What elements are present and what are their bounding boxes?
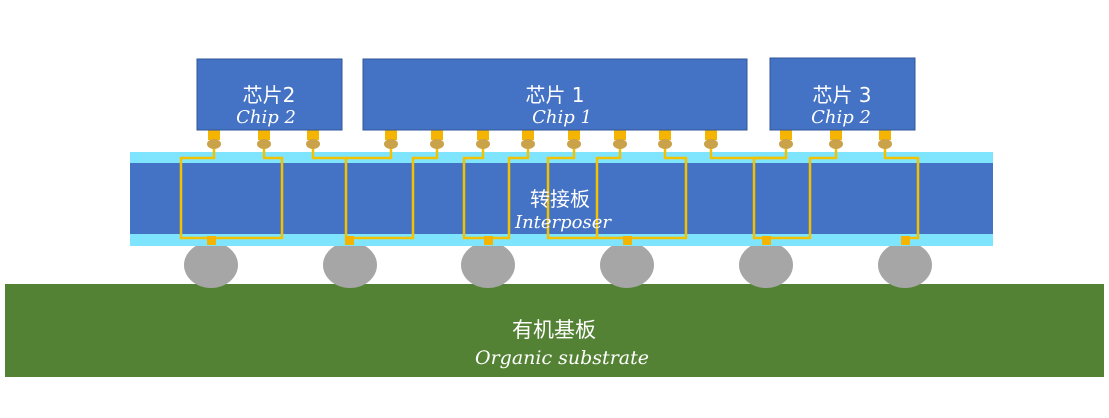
micro-bump [658,130,672,149]
solder-balls [184,242,932,288]
trace [546,146,627,240]
interposer-traces [179,146,920,242]
interposer-label-cn: 转接板 [530,187,590,211]
chip-1-die [362,58,748,131]
chip-3-die [769,57,916,131]
micro-bump [384,130,398,149]
micro-bump [476,130,490,149]
solder-ball [600,242,654,288]
chip-2-label-en: Chip 2 [236,107,296,128]
micro-bumps [207,130,892,149]
chip-3-label-en: Chip 2 [811,107,871,128]
chip-3: 芯片 3 Chip 2 [769,57,916,131]
organic-substrate [5,284,1104,377]
micro-bump [829,130,843,149]
trace [766,146,838,240]
trace [752,146,788,240]
solder-ball [461,242,515,288]
trace [488,146,530,240]
chip-1-label-cn: 芯片 1 [525,83,584,107]
trace [350,146,439,240]
bump [901,236,910,245]
micro-bump [430,130,444,149]
chip-3-label-cn: 芯片 3 [812,83,871,107]
micro-bump [779,130,793,149]
bump [345,236,354,245]
micro-bump [704,130,718,149]
substrate-label-en: Organic substrate [475,347,649,369]
substrate-label-cn: 有机基板 [512,318,596,342]
interposer-label-en: Interposer [514,212,612,233]
chip-1: 芯片 1 Chip 1 [362,58,748,131]
bump [623,236,632,245]
micro-bump [567,130,581,149]
micro-bump [878,130,892,149]
trace [179,146,216,240]
bump [762,236,771,245]
trace [462,146,488,240]
trace [627,146,688,240]
interposer-core [130,163,993,235]
interposer-bottom-bumps [207,236,910,245]
trace [595,146,622,238]
solder-ball [739,242,793,288]
micro-bump [207,130,221,149]
trace [346,146,393,160]
micro-bump [521,130,535,149]
chip-1-label-en: Chip 1 [532,107,592,128]
solder-ball [323,242,377,288]
micro-bump [257,130,271,149]
interposer-bottom-layer [130,234,993,246]
micro-bump [306,130,320,149]
chip-2: 芯片2 Chip 2 [196,58,343,131]
solder-ball [184,242,238,288]
chip-2-die [196,58,343,131]
trace [214,146,284,240]
chip-2-label-cn: 芯片2 [243,83,296,107]
solder-ball [878,242,932,288]
micro-bump [613,130,627,149]
trace [883,146,920,240]
bump [207,236,216,245]
bump [484,236,493,245]
